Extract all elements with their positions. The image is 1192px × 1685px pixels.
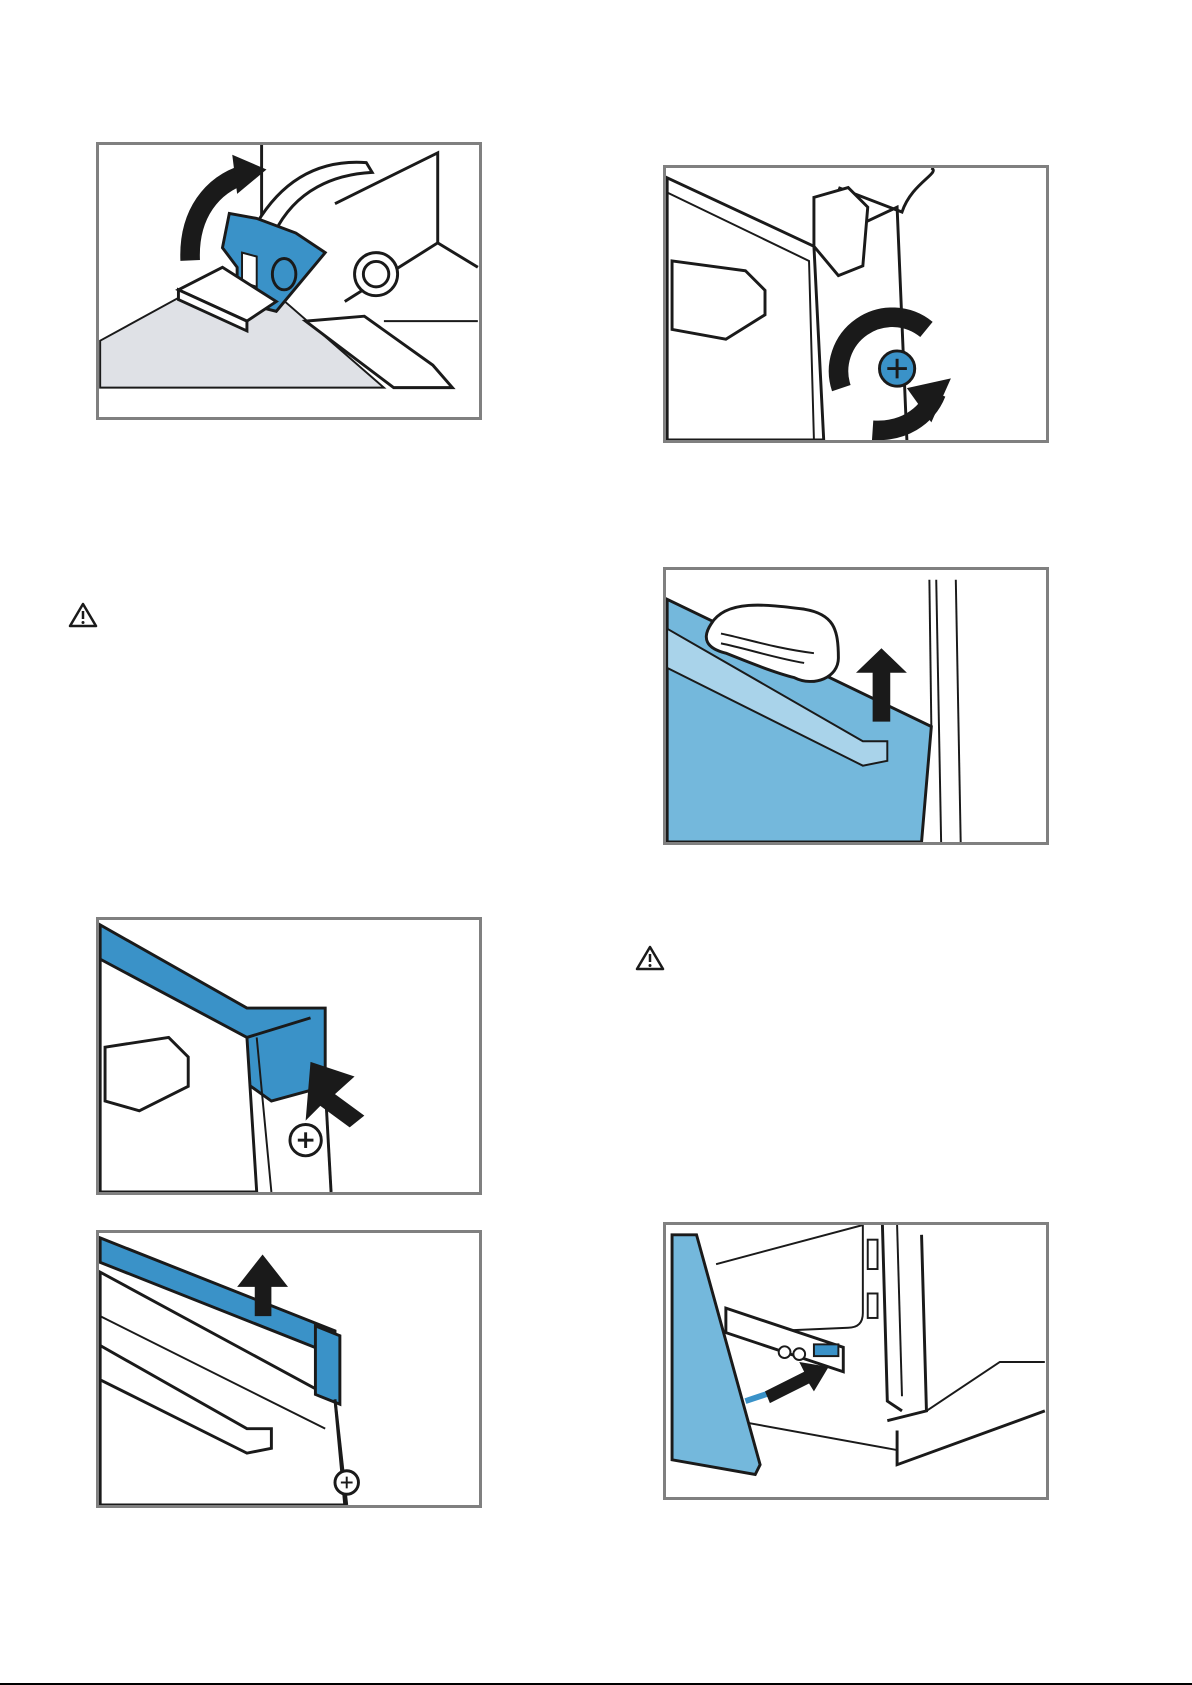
figure-lift-off-cover <box>96 1230 482 1508</box>
figure-unscrew-knob <box>663 165 1049 443</box>
figure-press-cover-release <box>96 917 482 1195</box>
door-hinge-icon <box>666 1225 1046 1497</box>
warning-triangle-icon <box>635 945 665 971</box>
door-cover-icon <box>99 1233 479 1505</box>
release-button-icon <box>99 920 479 1192</box>
warning-triangle-icon <box>68 602 98 628</box>
screw-knob-icon <box>666 168 1046 440</box>
figure-remove-glass-with-cloth <box>663 567 1049 845</box>
figure-hinge-lever-flip <box>96 142 482 420</box>
figure-insert-door-hinge <box>663 1222 1049 1500</box>
glass-panel-icon <box>666 570 1046 842</box>
hinge-lever-icon <box>99 145 479 417</box>
